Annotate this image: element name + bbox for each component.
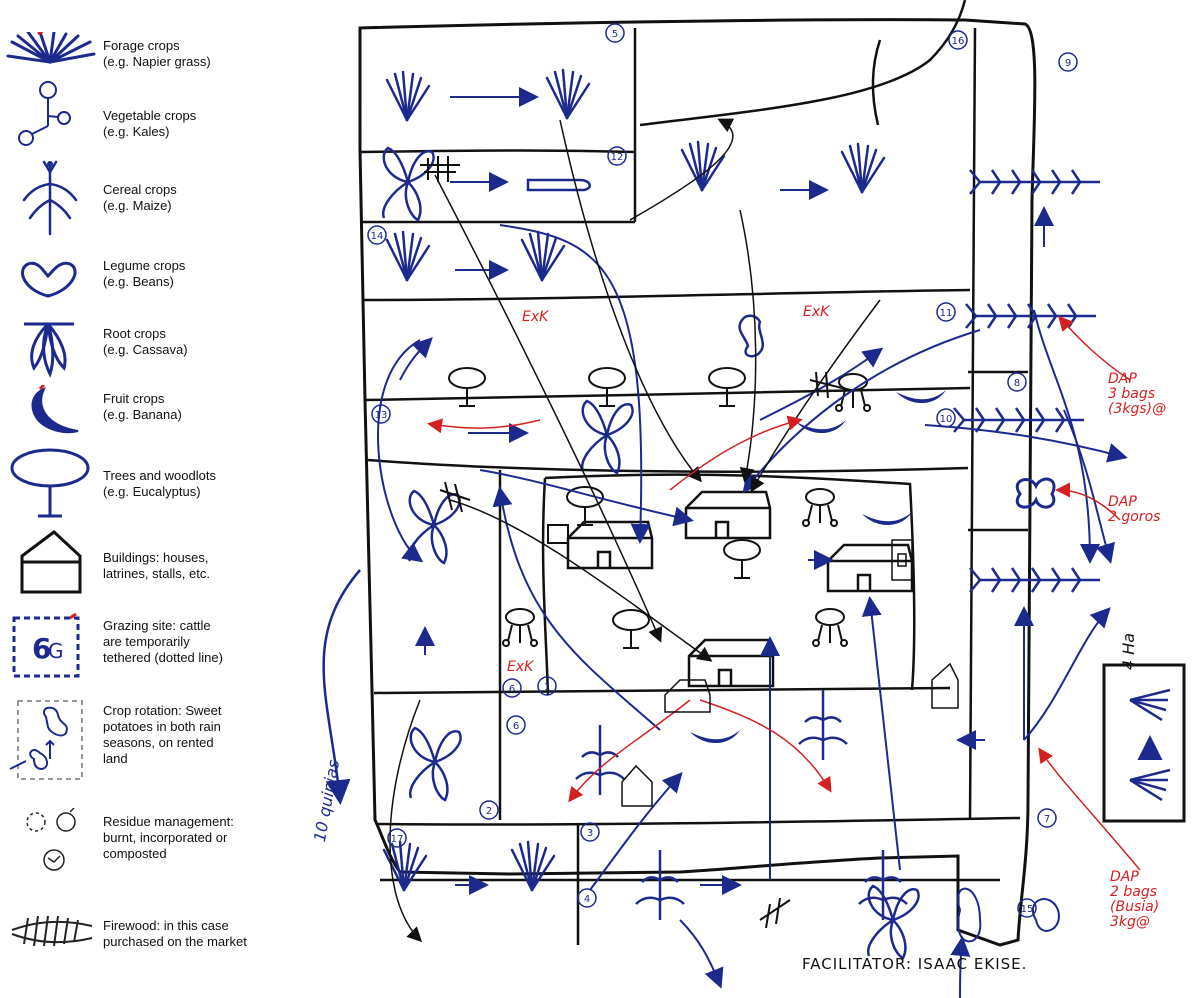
residue-management-icon <box>4 808 96 884</box>
dap-note-3: DAP 2 bags (Busia) 3kg@ <box>1110 870 1159 930</box>
svg-text:1: 1 <box>544 682 550 693</box>
firewood-icon <box>4 912 96 988</box>
root-crop-icon <box>4 318 96 394</box>
svg-text:17: 17 <box>391 834 404 845</box>
legend-label: Firewood: in this case purchased on the … <box>103 918 298 950</box>
legend-label: Grazing site: cattle are temporarily tet… <box>103 618 298 666</box>
svg-text:6: 6 <box>513 721 519 732</box>
svg-text:16: 16 <box>952 36 965 47</box>
legend-label: Residue management: burnt, incorporated … <box>103 814 298 862</box>
grazing-site-icon: 6 G <box>4 612 96 688</box>
dap-note-2: DAP 2 goros <box>1108 495 1160 525</box>
4ha-plot <box>1104 665 1184 821</box>
svg-text:5: 5 <box>612 29 618 40</box>
svg-text:11: 11 <box>940 308 953 319</box>
svg-text:14: 14 <box>371 231 384 242</box>
svg-text:9: 9 <box>1065 58 1071 69</box>
svg-text:12: 12 <box>611 152 624 163</box>
legend-label: Forage crops (e.g. Napier grass) <box>103 38 298 70</box>
legend-label: Fruit crops (e.g. Banana) <box>103 391 298 423</box>
dap-note-1: DAP 3 bags (3kgs)@ <box>1108 372 1166 417</box>
legend-label: Root crops (e.g. Cassava) <box>103 326 298 358</box>
legend-label: Trees and woodlots (e.g. Eucalyptus) <box>103 468 298 500</box>
svg-text:4: 4 <box>584 894 590 905</box>
svg-text:G: G <box>48 639 64 663</box>
legend-label: Cereal crops (e.g. Maize) <box>103 182 298 214</box>
svg-text:13: 13 <box>375 410 388 421</box>
svg-text:7: 7 <box>1044 814 1050 825</box>
exk-note-2: ExK <box>803 305 829 320</box>
facilitator-label: FACILITATOR: ISAAC EKISE. <box>802 955 1027 973</box>
legend-label: Vegetable crops (e.g. Kales) <box>103 108 298 140</box>
svg-text:2: 2 <box>486 806 492 817</box>
legend-label: Legume crops (e.g. Beans) <box>103 258 298 290</box>
svg-text:3: 3 <box>587 828 593 839</box>
svg-text:15: 15 <box>1021 904 1034 915</box>
exk-note-1: ExK <box>522 310 548 325</box>
legend-label: Crop rotation: Sweet potatoes in both ra… <box>103 703 298 767</box>
building-icon <box>4 528 96 604</box>
svg-text:10: 10 <box>940 414 953 425</box>
vegetable-crop-icon <box>4 80 96 156</box>
tree-icon <box>4 448 96 524</box>
legend-panel: Forage crops (e.g. Napier grass) Vegetab… <box>0 0 300 998</box>
cereal-crop-icon <box>4 160 96 236</box>
farm-boundary <box>360 20 1035 945</box>
svg-text:6: 6 <box>509 684 515 695</box>
svg-text:8: 8 <box>1014 378 1020 389</box>
crop-rotation-icon <box>4 697 96 787</box>
legume-crop-icon <box>4 250 96 326</box>
exk-note-3: ExK <box>507 660 533 675</box>
area-note: 4 Ha <box>1119 633 1138 670</box>
legend-label: Buildings: houses, latrines, stalls, etc… <box>103 550 298 582</box>
